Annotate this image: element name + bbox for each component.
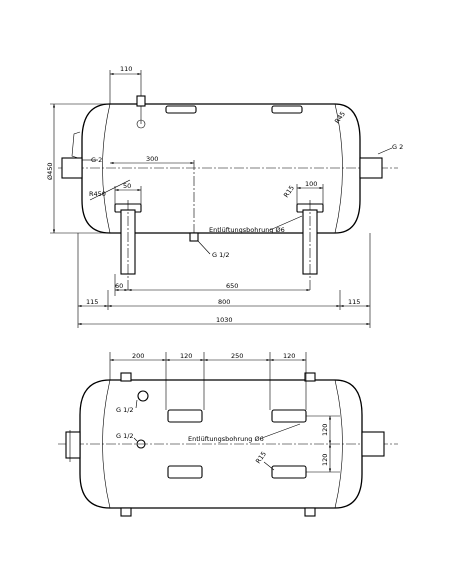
pad-upper-right bbox=[271, 409, 307, 423]
dim-115-right: 115 bbox=[348, 298, 360, 306]
side-view: 110 G 2 G 2 Ø450 R450 R45 300 bbox=[46, 65, 403, 328]
top-nozzle-hole bbox=[136, 119, 146, 129]
right-connection bbox=[359, 157, 383, 179]
leg-stub-bottom-right bbox=[304, 507, 316, 517]
top-pad-left bbox=[165, 105, 197, 114]
pad-lower-left bbox=[167, 465, 203, 479]
dim-60: 60 bbox=[115, 282, 123, 290]
side-bracket-left bbox=[71, 131, 81, 159]
socket-upper bbox=[137, 390, 149, 402]
left-connection-top bbox=[65, 431, 81, 459]
label-g2-right: G 2 bbox=[392, 143, 403, 151]
pad-lower-right bbox=[271, 465, 307, 479]
pad-upper-left bbox=[167, 409, 203, 423]
dim-300: 300 bbox=[146, 155, 158, 163]
dim-vert-120-a: 120 bbox=[321, 424, 329, 436]
label-r450: R450 bbox=[89, 190, 106, 198]
dim-200: 200 bbox=[132, 352, 144, 360]
label-r45: R45 bbox=[333, 110, 347, 125]
top-view: 200 120 250 120 G 1/2 G 1/2 Entlüftungsb… bbox=[58, 352, 398, 517]
label-drain: G 1/2 bbox=[212, 251, 230, 259]
drain-socket bbox=[189, 232, 199, 242]
leg-stub-bottom-left bbox=[120, 507, 132, 517]
label-g2-left: G 2 bbox=[91, 156, 102, 164]
dim-100: 100 bbox=[305, 180, 317, 188]
top-pad-right bbox=[271, 105, 303, 114]
label-vent-bore-top: Entlüftungsbohrung Ø6 bbox=[188, 435, 264, 443]
head-line-left bbox=[102, 103, 111, 234]
label-r15-top: R15 bbox=[254, 450, 268, 465]
label-socket-lower: G 1/2 bbox=[116, 432, 134, 440]
left-connection bbox=[61, 157, 83, 179]
dim-50: 50 bbox=[123, 182, 131, 190]
dim-250: 250 bbox=[231, 352, 243, 360]
label-socket-upper: G 1/2 bbox=[116, 406, 134, 414]
dim-diameter: Ø450 bbox=[46, 162, 54, 180]
socket-lower bbox=[136, 439, 146, 449]
label-r15-side: R15 bbox=[282, 184, 296, 199]
dim-110: 110 bbox=[120, 65, 132, 73]
dim-1030: 1030 bbox=[216, 316, 233, 324]
dim-120-b: 120 bbox=[283, 352, 295, 360]
dim-vert-120-b: 120 bbox=[321, 454, 329, 466]
right-connection-top bbox=[361, 431, 385, 457]
label-vent-bore-side: Entlüftungsbohrung Ø6 bbox=[209, 226, 285, 234]
leg-stub-top-left bbox=[120, 372, 132, 382]
dim-650: 650 bbox=[226, 282, 238, 290]
dim-120-a: 120 bbox=[180, 352, 192, 360]
leg-stub-top-right bbox=[304, 372, 316, 382]
top-nozzle bbox=[136, 95, 146, 107]
dim-800: 800 bbox=[218, 298, 230, 306]
dim-115-left: 115 bbox=[86, 298, 98, 306]
